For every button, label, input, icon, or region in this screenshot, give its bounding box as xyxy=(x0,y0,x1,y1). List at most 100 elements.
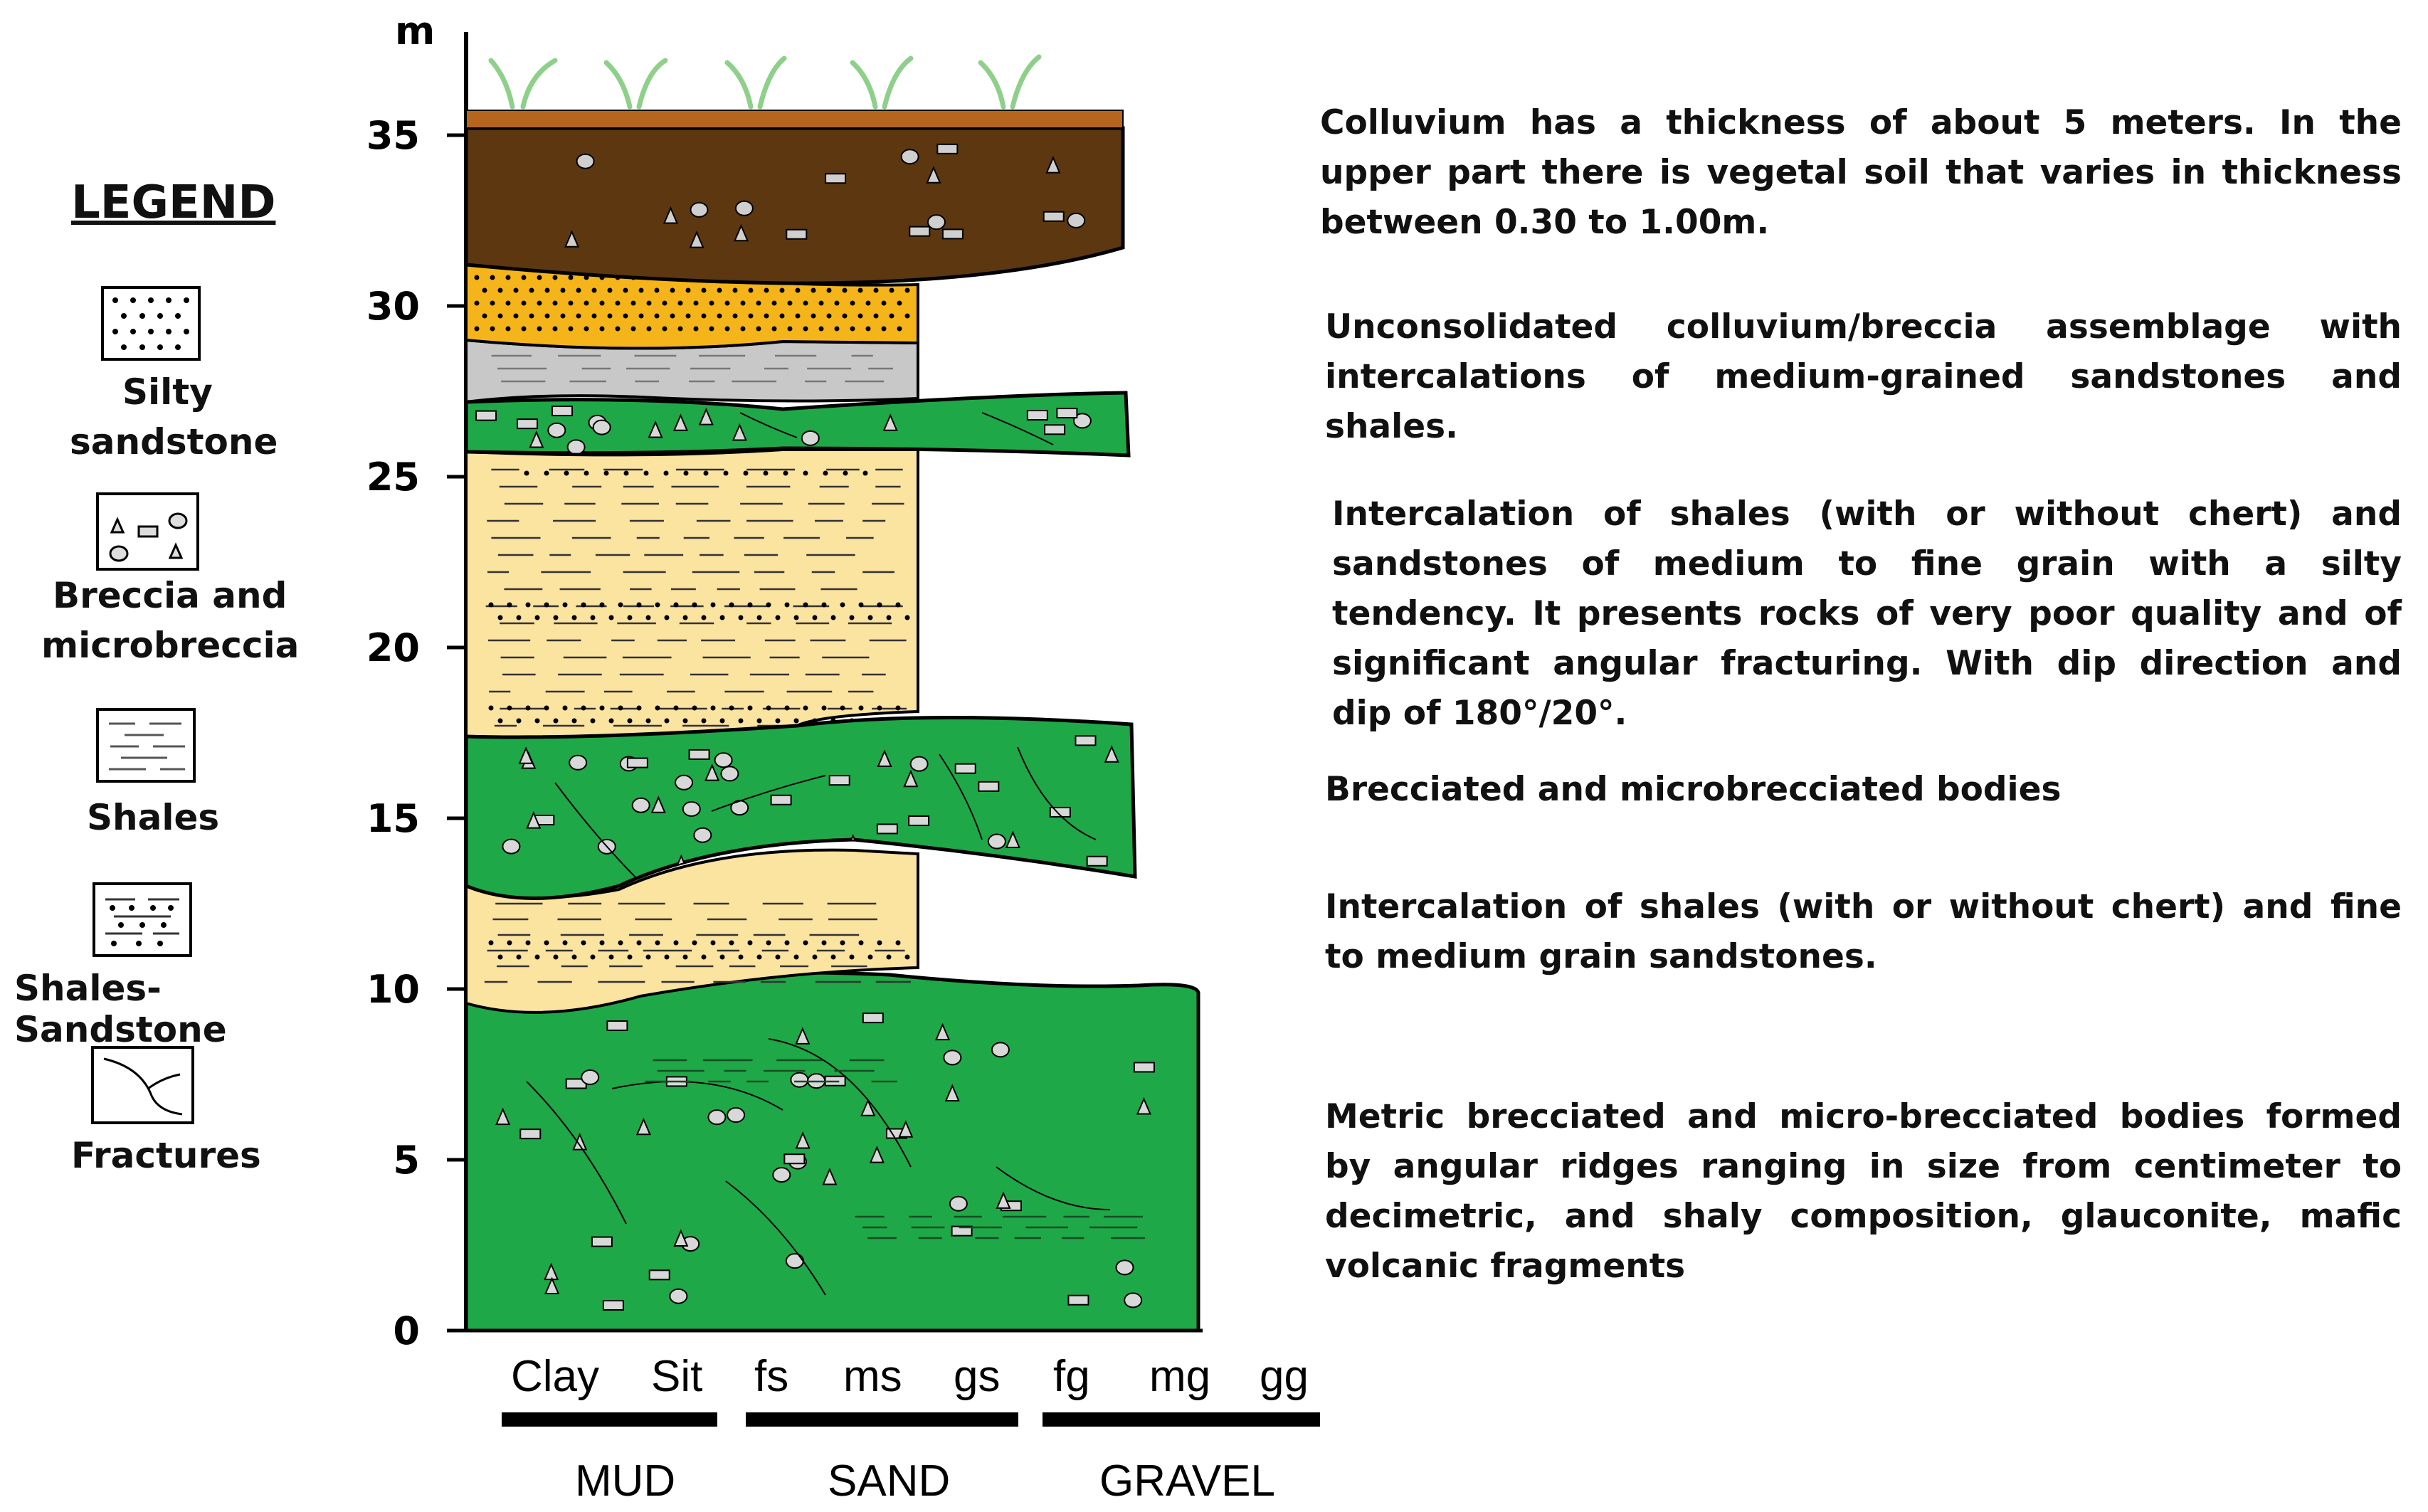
sand-dot xyxy=(673,602,679,608)
sand-dot xyxy=(505,326,511,332)
sand-dot xyxy=(584,470,589,476)
sand-dot xyxy=(771,326,777,332)
grain-size-fg: fg xyxy=(1053,1352,1090,1401)
sand-dot xyxy=(677,326,683,332)
breccia-clast xyxy=(908,815,930,827)
sand-dot xyxy=(895,602,901,608)
sand-dot xyxy=(764,313,769,319)
sand-dot xyxy=(709,300,714,306)
breccia-clast xyxy=(1104,745,1119,763)
sand-dot xyxy=(729,940,734,946)
sand-dot xyxy=(581,602,586,608)
sand-dot xyxy=(544,287,550,293)
sand-dot xyxy=(830,954,836,960)
legend-label-shales: Shales xyxy=(87,797,220,838)
breccia-clast xyxy=(987,833,1006,850)
sand-dot xyxy=(534,615,540,620)
sand-dot xyxy=(552,300,558,306)
sand-dot xyxy=(710,602,716,608)
breccia-clast xyxy=(795,1027,811,1045)
sand-dot xyxy=(490,275,495,280)
breccia-clast xyxy=(572,1133,588,1151)
sand-dot xyxy=(763,470,769,476)
breccia-clast xyxy=(698,408,714,425)
sand-dot xyxy=(840,705,845,711)
sand-dot xyxy=(627,718,633,724)
sand-dot xyxy=(779,287,785,293)
sand-dot xyxy=(748,287,754,293)
sand-dot xyxy=(756,718,762,724)
sand-dot xyxy=(663,470,669,476)
sand-dot xyxy=(703,470,709,476)
sand-dot xyxy=(474,275,480,280)
sand-dot xyxy=(850,300,855,306)
breccia-clast xyxy=(1067,1294,1089,1306)
axis-tick-label: 30 xyxy=(366,284,420,329)
breccia-clast xyxy=(517,418,539,430)
sand-dot xyxy=(562,602,568,608)
sand-dot xyxy=(710,940,716,946)
sand-dot xyxy=(497,615,503,620)
fracture-line xyxy=(611,1081,783,1111)
sand-dot xyxy=(803,470,808,476)
sand-dot xyxy=(766,940,771,946)
grain-size-mg: mg xyxy=(1149,1352,1210,1401)
sand-dot xyxy=(655,705,660,711)
breccia-clast xyxy=(770,794,792,805)
sand-dot xyxy=(842,287,848,293)
sand-dot xyxy=(701,313,707,319)
breccia-clast xyxy=(954,763,976,774)
sand-dot xyxy=(591,313,597,319)
axis-tick-label: 20 xyxy=(366,625,420,670)
sand-dot xyxy=(618,940,623,946)
breccia-clast xyxy=(626,757,648,768)
breccia-clast xyxy=(547,422,566,438)
sand-dot xyxy=(724,326,730,332)
sand-dot xyxy=(521,326,527,332)
sand-dot xyxy=(895,940,901,946)
description-colluvium-breccia: Unconsolidated colluvium/breccia assembl… xyxy=(1325,307,2402,446)
breccia-clast xyxy=(900,149,919,165)
sand-dot xyxy=(865,326,871,332)
sand-dot xyxy=(858,705,864,711)
sand-dot xyxy=(544,470,549,476)
layer-vegetal-soil xyxy=(465,110,1124,129)
sand-dot xyxy=(683,470,689,476)
sand-dot xyxy=(497,718,503,724)
breccia-clast xyxy=(704,763,720,781)
sand-dot xyxy=(490,300,495,306)
sand-dot xyxy=(584,300,589,306)
description-shales-sandstones-upper: Intercalation of shales (with or without… xyxy=(1332,495,2402,733)
axis-tick-label: 10 xyxy=(366,967,420,1012)
breccia-clast xyxy=(648,420,663,438)
sand-dot xyxy=(747,940,753,946)
breccia-clast xyxy=(734,223,749,242)
breccia-clast xyxy=(693,827,712,843)
sand-dot xyxy=(881,326,887,332)
sand-dot xyxy=(568,275,574,280)
sand-dot xyxy=(529,313,534,319)
sand-dot xyxy=(599,326,605,332)
sand-dot xyxy=(655,940,660,946)
sand-dot xyxy=(482,313,487,319)
sand-dot xyxy=(692,705,697,711)
sand-dot xyxy=(717,287,722,293)
sand-dot xyxy=(748,313,754,319)
sand-dot xyxy=(826,287,832,293)
breccia-clast xyxy=(951,1225,973,1237)
description-colluvium: Colluvium has a thickness of about 5 met… xyxy=(1320,103,2402,242)
group-bar-gravel xyxy=(1043,1412,1320,1427)
fracture-line xyxy=(768,1038,912,1168)
sand-dot xyxy=(627,615,633,620)
sand-dot xyxy=(560,287,566,293)
layer-shales-gray xyxy=(465,338,919,404)
sand-dot xyxy=(803,940,808,946)
sand-dot xyxy=(590,718,596,724)
sand-dot xyxy=(889,313,894,319)
sand-dot xyxy=(645,954,651,960)
sand-dot xyxy=(793,954,799,960)
sand-dot xyxy=(803,705,808,711)
sand-dot xyxy=(562,705,568,711)
group-label-gravel: GRAVEL xyxy=(1099,1457,1275,1506)
